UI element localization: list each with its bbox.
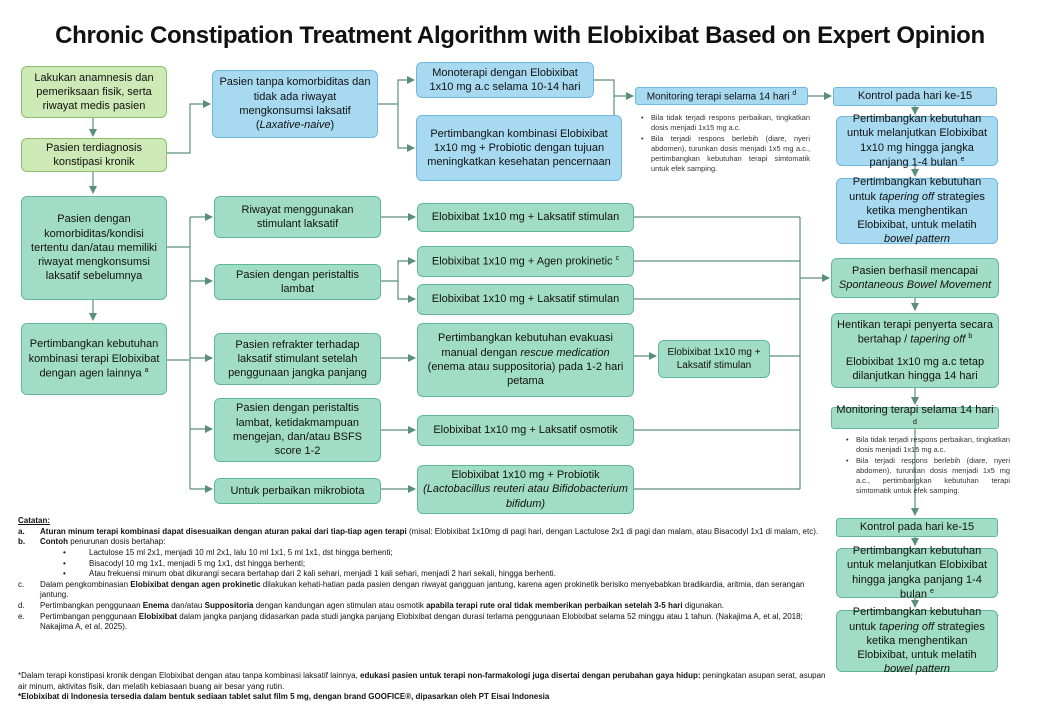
notes-section: Catatan: a. Aturan minum terapi kombinas… — [18, 516, 828, 633]
slow-peristalsis-box: Pasien dengan peristaltis lambat — [214, 264, 381, 300]
treatment-after-evacuation: Elobixibat 1x10 mg + Laksatif stimulan — [658, 340, 770, 378]
footer-availability: *Elobixibat di Indonesia tersedia dalam … — [18, 692, 550, 702]
treatment-stimulant-2: Elobixibat 1x10 mg + Laksatif stimulan — [417, 284, 634, 315]
slow-bsfs-box: Pasien dengan peristaltis lambat, ketida… — [214, 398, 381, 462]
consider-combination-box: Pertimbangkan kebutuhan kombinasi terapi… — [21, 323, 167, 395]
kontrol-top-box: Kontrol pada hari ke-15 — [833, 87, 997, 106]
microbiota-box: Untuk perbaikan mikrobiota — [214, 478, 381, 504]
monitoring-right-box: Monitoring terapi selama 14 hari d — [831, 404, 999, 429]
monitoring-right-notes: Bila tidak terjadi respons perbaikan, ti… — [845, 435, 1010, 497]
treatment-stimulant-1: Elobixibat 1x10 mg + Laksatif stimulan — [417, 203, 634, 232]
sbm-success-box: Pasien berhasil mencapai Spontaneous Bow… — [831, 258, 999, 298]
continue-right-box: Pertimbangkan kebutuhan untuk melanjutka… — [836, 545, 998, 601]
comorbid-box: Pasien dengan komorbiditas/kondisi terte… — [21, 196, 167, 300]
taper-right-box: Pertimbangkan kebutuhan untuk tapering o… — [836, 606, 998, 675]
notes-header: Catatan: — [18, 516, 51, 525]
note-b-item: •Atau frekuensi minum obat dikurangi sec… — [63, 569, 556, 579]
manual-evacuation-box: Pertimbangkan kebutuhan evakuasi manual … — [417, 323, 634, 397]
probiotic-combo-box: Pertimbangkan kombinasi Elobixibat 1x10 … — [416, 115, 622, 181]
list-item: Bila terjadi respons berlebih (diare, ny… — [845, 456, 1010, 496]
note-b: b. Contoh penurunan dosis bertahap: — [18, 537, 166, 547]
treatment-osmotic: Elobixibat 1x10 mg + Laksatif osmotik — [417, 415, 634, 446]
treatment-probiotic: Elobixibat 1x10 mg + Probiotik (Lactobac… — [417, 465, 634, 514]
refractory-box: Pasien refrakter terhadap laksatif stimu… — [214, 333, 381, 385]
list-item: Bila terjadi respons berlebih (diare, ny… — [640, 134, 810, 174]
laxative-naive-box: Pasien tanpa komorbiditas dan tidak ada … — [212, 70, 378, 138]
diagnosed-box: Pasien terdiagnosis konstipasi kronik — [21, 138, 167, 172]
anamnesis-box: Lakukan anamnesis dan pemeriksaan fisik,… — [21, 66, 167, 118]
note-d: d. Pertimbangkan penggunaan Enema dan/at… — [18, 601, 725, 610]
list-item: Bila tidak terjadi respons perbaikan, ti… — [640, 113, 810, 133]
note-b-item: •Lactulose 15 ml 2x1, menjadi 10 ml 2x1,… — [63, 547, 393, 557]
monitoring-top-notes: Bila tidak terjadi respons perbaikan, ti… — [640, 113, 810, 175]
treatment-prokinetic: Elobixibat 1x10 mg + Agen prokinetic c — [417, 246, 634, 277]
monitoring-top-box: Monitoring terapi selama 14 hari d — [635, 87, 808, 105]
list-item: Bila tidak terjadi respons perbaikan, ti… — [845, 435, 1010, 455]
taper-top-box: Pertimbangkan kebutuhan untuk tapering o… — [836, 176, 998, 245]
continue-top-box: Pertimbangkan kebutuhan untuk melanjutka… — [836, 113, 998, 169]
monotherapy-box: Monoterapi dengan Elobixibat 1x10 mg a.c… — [416, 62, 594, 98]
kontrol-right-box: Kontrol pada hari ke-15 — [836, 518, 998, 537]
note-a: a. Aturan minum terapi kombinasi dapat d… — [18, 526, 819, 536]
footer-education: *Dalam terapi konstipasi kronik dengan E… — [18, 671, 826, 691]
page-title: Chronic Constipation Treatment Algorithm… — [55, 22, 985, 49]
footer-notes: *Dalam terapi konstipasi kronik dengan E… — [18, 671, 828, 703]
note-c: c. Dalam pengkombinasian Elobixibat deng… — [18, 579, 805, 600]
note-e: e. Pertimbangan penggunaan Elobixibat da… — [18, 611, 803, 632]
stop-adjunct-box: Hentikan terapi penyerta secara bertahap… — [831, 313, 999, 388]
stimulant-history-box: Riwayat menggunakan stimulant laksatif — [214, 196, 381, 238]
note-b-item: •Bisacodyl 10 mg 1x1, menjadi 5 mg 1x1, … — [63, 558, 306, 568]
